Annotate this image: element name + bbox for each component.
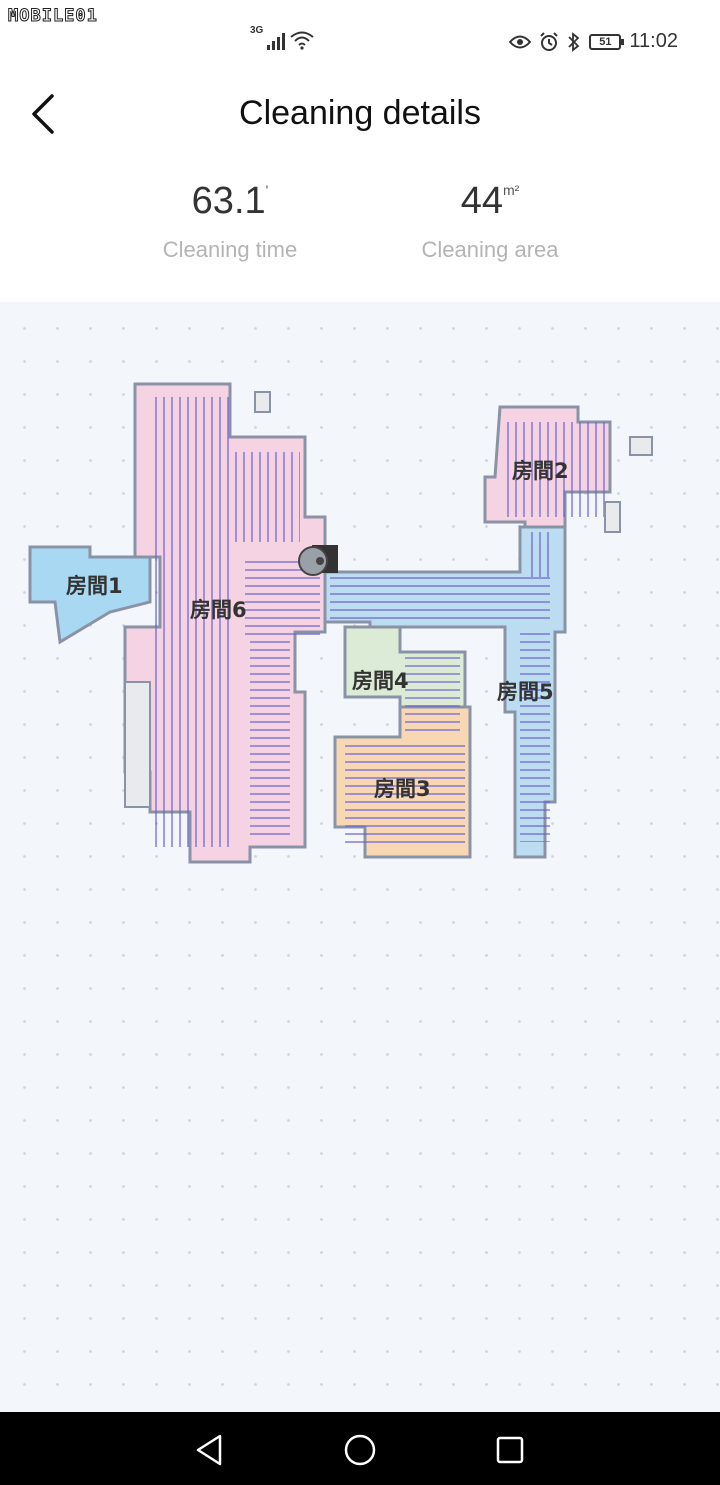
system-nav-bar xyxy=(0,1412,720,1485)
cleaning-time-unit: ' xyxy=(265,182,269,198)
square-recents-icon xyxy=(496,1436,524,1464)
unexplored-fragments xyxy=(124,391,653,808)
floor-map xyxy=(28,382,653,864)
wifi-icon xyxy=(290,31,314,50)
cleaning-stats: 63.1' Cleaning time 44m² Cleaning area xyxy=(0,180,720,300)
cleaning-time-label: Cleaning time xyxy=(162,237,298,262)
nav-back-button[interactable] xyxy=(190,1430,230,1470)
cleaning-area-unit: m² xyxy=(502,182,520,198)
cleaning-area-value: 44 xyxy=(460,180,503,222)
header: Cleaning details xyxy=(0,80,720,150)
cleaning-map[interactable]: 房間1 房間2 房間3 房間4 房間5 房間6 xyxy=(0,302,720,1412)
status-bar: MOBILE01 3G 51 11:02 xyxy=(0,0,720,80)
nav-recents-button[interactable] xyxy=(490,1430,530,1470)
network-type: 3G xyxy=(250,25,264,36)
room5-label: 房間5 xyxy=(497,680,554,704)
back-button[interactable] xyxy=(22,90,66,138)
network-indicator: 3G xyxy=(250,25,315,50)
signal-icon xyxy=(267,30,286,50)
room6-label: 房間6 xyxy=(190,598,247,622)
room3-label: 房間3 xyxy=(374,777,431,801)
robot-vacuum-icon xyxy=(298,546,328,576)
alarm-icon xyxy=(540,31,559,51)
battery-icon: 51 xyxy=(589,33,625,50)
clock: 11:02 xyxy=(629,30,678,52)
chevron-left-icon xyxy=(32,94,54,134)
page-title: Cleaning details xyxy=(239,94,481,132)
cleaning-area-stat: 44m² Cleaning area xyxy=(360,180,620,263)
cleaning-area-label: Cleaning area xyxy=(421,237,559,262)
watermark-logo: MOBILE01 xyxy=(8,6,98,27)
cleaning-time-stat: 63.1' Cleaning time xyxy=(100,180,360,263)
nav-home-button[interactable] xyxy=(340,1430,380,1470)
bluetooth-icon xyxy=(568,31,580,52)
eye-icon xyxy=(509,35,532,48)
room4-label: 房間4 xyxy=(352,669,409,693)
room1-area[interactable] xyxy=(28,545,152,645)
room2-label: 房間2 xyxy=(512,459,569,483)
status-icons: 51 11:02 xyxy=(509,30,678,53)
circle-home-icon xyxy=(344,1434,376,1466)
room1-label: 房間1 xyxy=(66,574,123,598)
triangle-back-icon xyxy=(196,1434,222,1466)
cleaning-time-value: 63.1 xyxy=(191,180,266,222)
